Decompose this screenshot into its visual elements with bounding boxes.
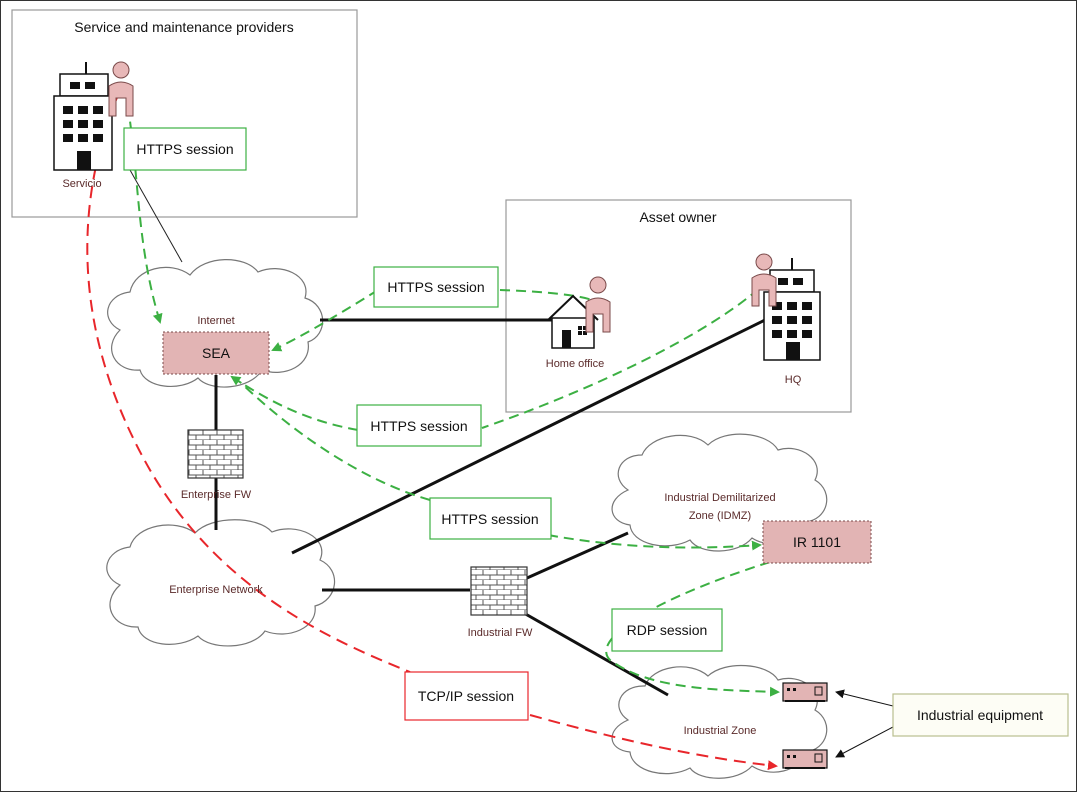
network-links — [214, 318, 766, 697]
https-hq-path-a — [230, 375, 359, 431]
https-provider-session-box: HTTPS session — [123, 127, 247, 171]
ir1101-label: IR 1101 — [793, 534, 841, 550]
provider-group-title: Service and maintenance providers — [74, 19, 293, 35]
https-provider-path — [124, 89, 163, 324]
hq-label: HQ — [785, 374, 802, 386]
idmz-label-line1: Industrial Demilitarized — [664, 492, 775, 504]
home-office-person-icon — [585, 276, 611, 333]
hq-building-icon — [763, 258, 821, 361]
rdp-session-box: RDP session — [611, 608, 723, 652]
equipment-pointer-lower — [835, 726, 894, 758]
enterprise-fw-icon — [187, 429, 244, 479]
link-servicio-internet — [129, 169, 183, 263]
https-provider-session-label: HTTPS session — [136, 141, 233, 157]
link-industrialfw-industrialzone — [514, 606, 669, 697]
rdp-session-path — [605, 561, 780, 697]
sea-box — [162, 331, 270, 375]
ir1101-box — [762, 520, 872, 564]
industrial-fw-label: Industrial FW — [468, 627, 533, 639]
sea-label: SEA — [202, 345, 231, 361]
link-network-hq — [291, 318, 766, 555]
https-home-session-box: HTTPS session — [373, 266, 499, 308]
servicio-building-icon — [53, 62, 113, 171]
industrial-zone-label: Industrial Zone — [684, 725, 757, 737]
enterprise-network-cloud — [106, 519, 336, 647]
asset-owner-title: Asset owner — [639, 209, 716, 225]
https-idmz-session-label: HTTPS session — [441, 511, 538, 527]
tcpip-session-label: TCP/IP session — [418, 688, 514, 704]
industrial-fw-icon — [470, 566, 528, 616]
idmz-label-line2: Zone (IDMZ) — [689, 510, 751, 522]
hq-person-icon — [751, 253, 777, 307]
tcpip-session-path-upper — [86, 94, 411, 673]
industrial-device-icon — [782, 682, 828, 702]
enterprise-fw-label: Enterprise FW — [181, 489, 252, 501]
industrial-device-icon — [782, 749, 828, 769]
https-idmz-session-box: HTTPS session — [429, 497, 552, 540]
servicio-label: Servicio — [62, 178, 101, 190]
home-office-label: Home office — [546, 358, 605, 370]
https-hq-session-label: HTTPS session — [370, 418, 467, 434]
https-hq-session-box: HTTPS session — [356, 404, 482, 447]
provider-person-icon — [108, 61, 134, 117]
https-idmz-path-a — [239, 381, 431, 501]
https-home-session-label: HTTPS session — [387, 279, 484, 295]
equipment-pointer-upper — [835, 689, 894, 707]
industrial-equipment-box: Industrial equipment — [892, 693, 1069, 737]
tcpip-session-box: TCP/IP session — [404, 671, 529, 721]
https-hq-path-b — [481, 277, 771, 429]
enterprise-network-label: Enterprise Network — [169, 584, 263, 596]
https-home-path-a — [271, 289, 379, 352]
industrial-equipment-label: Industrial equipment — [917, 707, 1043, 723]
link-industrialfw-idmz — [526, 531, 629, 580]
rdp-session-label: RDP session — [627, 622, 708, 638]
internet-label: Internet — [197, 315, 234, 327]
